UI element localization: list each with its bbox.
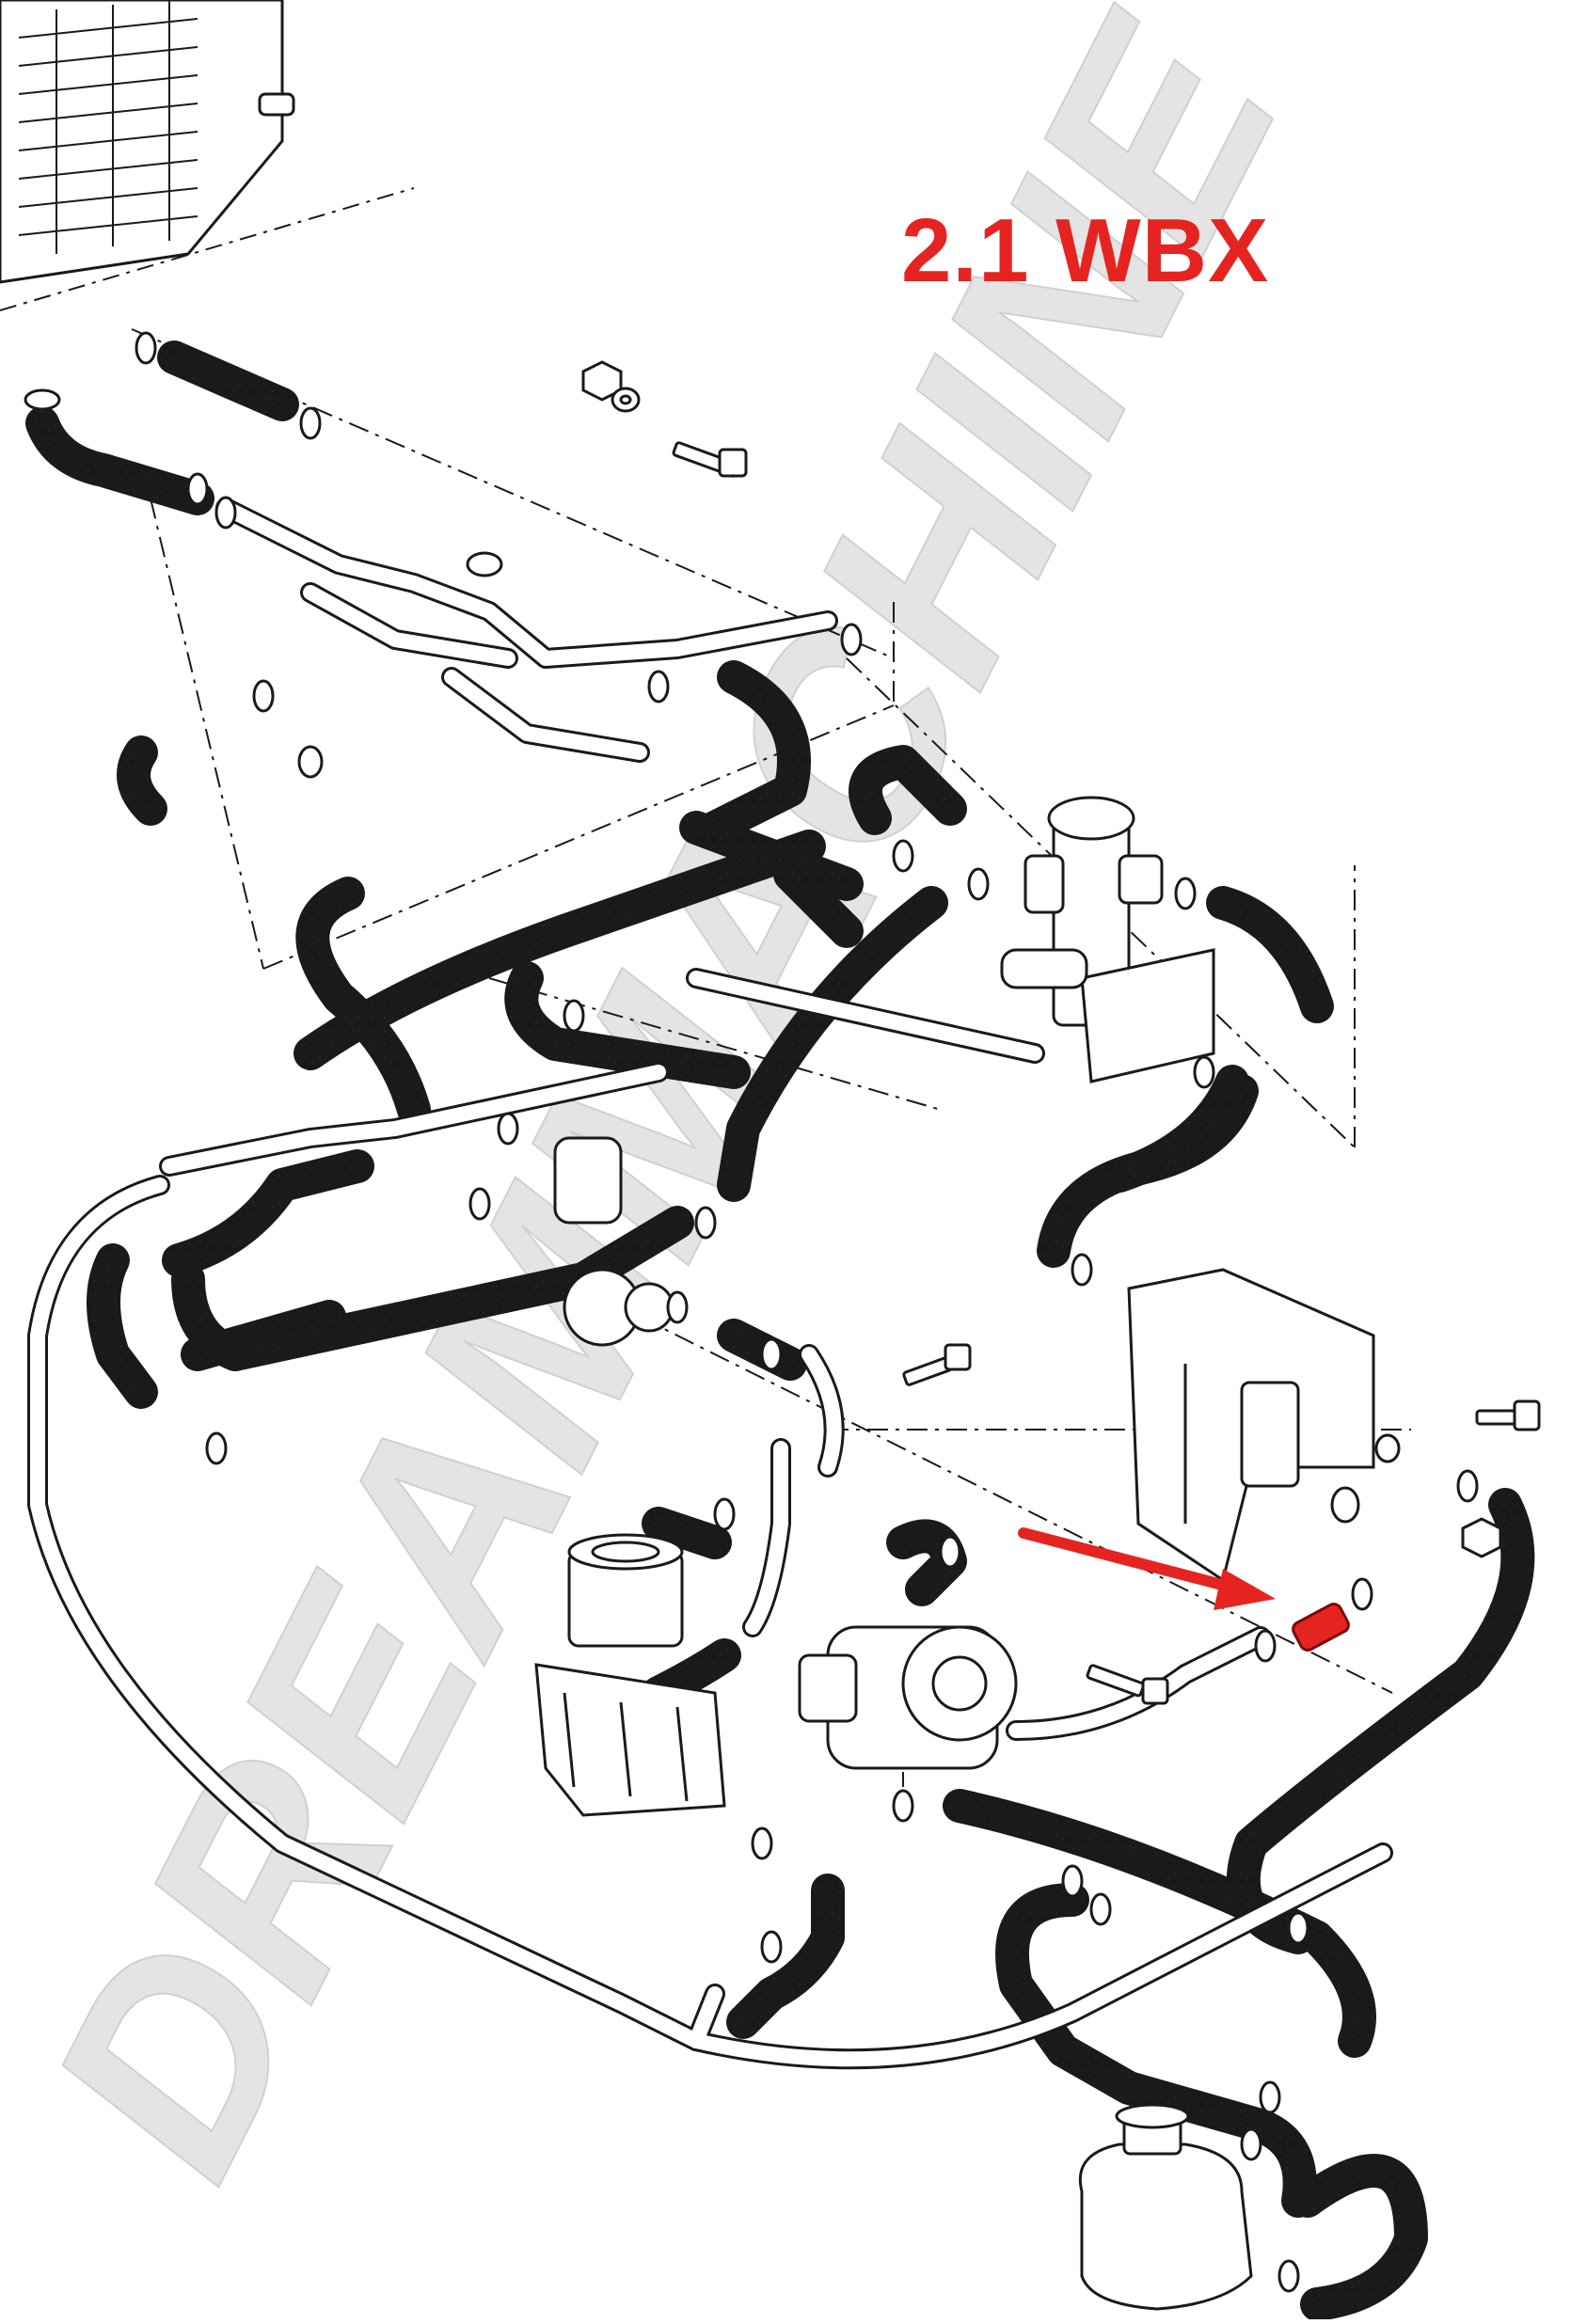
hose-clamp-icon — [466, 551, 503, 577]
bolt-icon — [1475, 1399, 1541, 1431]
hose-clamp-icon — [186, 472, 209, 506]
housing-icon — [534, 1663, 726, 1817]
hose-clamp-icon — [1287, 1911, 1309, 1945]
hose-clamp-icon — [1351, 1577, 1373, 1611]
hose-clamp-icon — [135, 331, 157, 365]
hose-clamp-icon — [299, 406, 322, 440]
hose-clamp-icon — [214, 496, 237, 530]
hose-clamp-icon — [1277, 2259, 1300, 2293]
hose-clamp-icon — [939, 1535, 961, 1569]
nut-icon — [1461, 1517, 1502, 1558]
hose-clamp-icon — [666, 1290, 689, 1324]
fasteners — [581, 360, 1541, 1705]
hose-clamp-icon — [563, 999, 585, 1033]
hose-clamp-icon — [892, 839, 914, 873]
hose-clamp-icon — [1071, 1253, 1093, 1287]
hose-clamp-icon — [760, 1930, 783, 1964]
heater-pump-icon — [553, 1136, 674, 1347]
bolt-icon — [672, 441, 748, 478]
hose-clamp-icon — [1174, 877, 1197, 910]
oil-cooler-icon — [567, 1533, 684, 1648]
hose-clamp-icon — [24, 388, 61, 411]
coolant-pump-icon — [798, 1625, 1018, 1770]
canister-icon — [1127, 1268, 1375, 1583]
hose-clamp-icon — [751, 1826, 773, 1860]
hose-clamp-icon — [694, 1206, 717, 1240]
hose-clamp-icon — [252, 679, 275, 713]
hose-clamp-icon — [892, 1789, 914, 1823]
hoses — [25, 340, 1535, 2321]
hose-clamp-icon — [1089, 1892, 1112, 1926]
coolant-hose-highlighted — [1292, 1603, 1350, 1652]
washer-icon — [619, 394, 632, 405]
hose-clamp-icon — [1193, 1055, 1215, 1089]
bolt-icon — [1086, 1664, 1169, 1705]
pointer-arrow-icon — [1018, 1527, 1276, 1610]
radiator-icon — [0, 0, 415, 311]
hose-clamp-icon — [1456, 1469, 1479, 1503]
hose-clamp-icon — [1259, 2080, 1281, 2114]
hose-clamp-icon — [760, 1337, 783, 1371]
engine-title: 2.1 WBX — [901, 200, 1270, 301]
hose-clamp-icon — [1061, 1864, 1084, 1898]
hose-clamp-icon — [647, 670, 670, 704]
washer-icon — [1330, 1486, 1360, 1524]
hose-clamp-icon — [468, 1187, 491, 1221]
watermark-text: DREAMMACHINE — [0, 0, 1343, 2220]
hose-clamp-icon — [497, 1112, 519, 1146]
hose-clamp-icons — [24, 331, 1479, 2293]
hose-clamp-icon — [1254, 1629, 1277, 1663]
hose-clamp-icon — [967, 867, 990, 901]
bolt-icon — [902, 1343, 972, 1386]
hose-clamp-icon — [840, 623, 863, 656]
hose-clamp-icon — [205, 1431, 228, 1465]
hose-clamp-icon — [1240, 2127, 1262, 2161]
washer-icon — [1374, 1433, 1401, 1463]
hose-clamp-icon — [297, 745, 324, 779]
metal-pipes — [27, 498, 1393, 2070]
expansion-tank-icon — [1078, 2103, 1253, 2311]
thermostat-housing-icon — [1000, 796, 1215, 1083]
hose-clamp-icon — [713, 1497, 736, 1531]
